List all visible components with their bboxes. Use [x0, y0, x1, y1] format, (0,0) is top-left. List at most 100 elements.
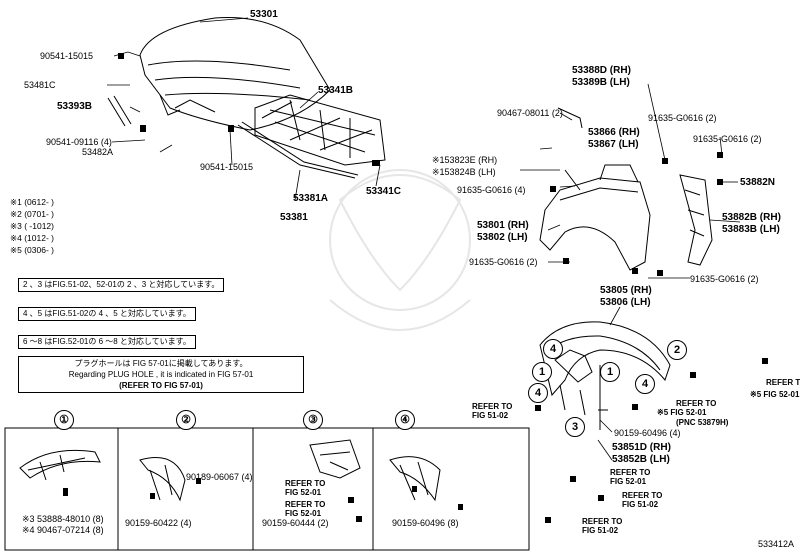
part-hood-clip-center[interactable]: 90541-15015: [200, 162, 254, 172]
part-bolt-bottom-left[interactable]: 91635-G0616 (2): [469, 257, 538, 267]
part-bolt-side[interactable]: 91635-G0616 (4): [457, 185, 526, 195]
part-liner-rh[interactable]: 53805 (RH): [600, 285, 652, 296]
part-mud-rh[interactable]: 53851D (RH): [612, 442, 671, 453]
part-liner-lh[interactable]: 53806 (LH): [600, 297, 651, 308]
note-plug-en: Regarding PLUG HOLE , it is indicated in…: [68, 370, 254, 379]
part-splash-lh[interactable]: ※153824B (LH): [432, 167, 496, 177]
part-hood-bolt[interactable]: 90541-09116 (4): [46, 137, 112, 147]
ref-8-fig[interactable]: ※5 FIG 52-01: [750, 390, 799, 399]
legend-5: ※5 (0306- ): [10, 245, 54, 255]
note-3: 6 ～8 はFIG.52-01の 6 ～8 と対応しています。: [18, 335, 196, 349]
diagram-id: 533412A: [757, 539, 794, 549]
part-hood-clip-left[interactable]: 90541-15015: [40, 51, 94, 61]
panel2-part-a[interactable]: 90189-06067 (4): [186, 472, 253, 482]
part-hood-bracket: 53481C: [24, 80, 56, 90]
part-fender-seal-lh[interactable]: 53389B (LH): [572, 77, 630, 88]
sub-panels-frame: [4, 427, 530, 551]
ref-2-fig: FIG 51-02: [622, 500, 659, 509]
callout-3: 3: [565, 417, 585, 437]
part-clip-53882n[interactable]: 53882N: [740, 177, 776, 188]
leader-lines: [107, 17, 741, 461]
part-bolt-top2[interactable]: 91635-G0616 (2): [693, 134, 762, 144]
ref-8[interactable]: REFER TO: [766, 378, 800, 387]
panel1-part-a[interactable]: ※3 53888-48010 (8): [22, 514, 104, 524]
part-hood-insulator[interactable]: 53341B: [318, 85, 354, 96]
part-mud-lh[interactable]: 53852B (LH): [612, 454, 670, 465]
watermark-emblem: [329, 169, 471, 331]
part-clip-90467[interactable]: 90467-08011 (2): [497, 108, 563, 118]
ref-5-right-ref[interactable]: REFER TO: [676, 399, 717, 408]
ref-3a-fig: FIG 52-01: [610, 477, 647, 486]
note-2: 4 、5 はFIG.51-02の 4 、5 と対応しています。: [18, 307, 196, 321]
note-plug-ref[interactable]: (REFER TO FIG 57-01): [119, 381, 203, 390]
sub-panel-fasteners: [63, 478, 463, 522]
ref-3a-text: REFER TO: [610, 468, 651, 477]
callout-4c: 4: [635, 374, 655, 394]
part-fender-lh[interactable]: 53802 (LH): [477, 232, 528, 243]
part-bolt-top1[interactable]: 91635-G0616 (2): [648, 113, 717, 123]
part-hood-support[interactable]: 53393B: [57, 101, 93, 112]
part-fender-bracket-rh[interactable]: 53866 (RH): [588, 127, 640, 138]
panel-num-4: ④: [395, 410, 415, 430]
panel-num-2: ②: [176, 410, 196, 430]
hood-seals: [107, 95, 359, 179]
panel3-ref-a[interactable]: REFER TO: [285, 479, 325, 488]
panel3-ref-a-fig[interactable]: FIG 52-01: [285, 488, 322, 497]
panel2-part-b[interactable]: 90159-60422 (4): [125, 518, 192, 528]
note-plug-hole: プラグホールは FIG 57-01に掲載してあります。 Regarding PL…: [18, 356, 304, 393]
part-seal[interactable]: 53381: [280, 212, 308, 223]
hood-drawing: [139, 17, 331, 131]
part-fender-liner-rh[interactable]: 53882B (RH): [722, 212, 781, 223]
part-fender-liner-lh[interactable]: 53883B (LH): [722, 224, 780, 235]
panel3-part[interactable]: 90159-60444 (2): [262, 518, 329, 528]
part-fender-bracket-lh[interactable]: 53867 (LH): [588, 139, 639, 150]
part-hood-bracket-label[interactable]: 53481C: [24, 80, 56, 90]
callout-1b: 1: [600, 362, 620, 382]
note-1: 2 、3 はFIG.51-02、52-01の 2 、3 と対応しています。: [18, 278, 225, 292]
fasteners: [118, 53, 768, 523]
part-splash-lh-num: 153824B (LH): [439, 167, 496, 177]
ref-5-right[interactable]: ※5 FIG 52-01: [657, 408, 707, 417]
part-bolt-bottom-right[interactable]: 91635-G0616 (2): [690, 274, 759, 284]
part-hood[interactable]: 53301: [250, 9, 278, 20]
ref-5-right-pnc[interactable]: (PNC 53879H): [676, 418, 729, 427]
part-fender-rh[interactable]: 53801 (RH): [477, 220, 529, 231]
panel-num-1: ①: [54, 410, 74, 430]
ref-5-far: ※5: [750, 390, 762, 399]
ref-4-fig: FIG 51-02: [582, 526, 619, 535]
ref-4-text: REFER TO: [582, 517, 623, 526]
note-plug-jp: プラグホールは FIG 57-01に掲載してあります。: [74, 359, 248, 368]
part-insulator-clip[interactable]: 53341C: [366, 186, 402, 197]
part-hood-lock-bracket[interactable]: 53482A: [82, 147, 114, 157]
panel4-part[interactable]: 90159-60496 (8): [392, 518, 459, 528]
part-splash-rh-num: 153823E (RH): [439, 155, 498, 165]
ref-5-left-text: REFER TO: [472, 402, 513, 411]
legend-2: ※2 (0701- ): [10, 209, 54, 219]
part-splash-rh[interactable]: ※153823E (RH): [432, 155, 498, 165]
panel3-ref-b[interactable]: REFER TO: [285, 500, 326, 509]
callout-4a: 4: [543, 339, 563, 359]
callout-1: 1: [532, 362, 552, 382]
fender-drawing: [539, 107, 651, 271]
legend-1: ※1 (0612- ): [10, 197, 54, 207]
legend-3: ※3 ( -1012): [10, 221, 54, 231]
part-seal-a[interactable]: 53381A: [293, 193, 329, 204]
panel3-ref-a-text: REFER TO: [285, 479, 326, 488]
panel3-ref-b-fig[interactable]: FIG 52-01: [285, 509, 322, 518]
ref-8-fig-text: FIG 52-01: [763, 390, 800, 399]
panel-num-3: ③: [303, 410, 323, 430]
part-screw-90159[interactable]: 90159-60496 (4): [614, 428, 681, 438]
legend-4: ※4 (1012- ): [10, 233, 54, 243]
ref-8-text: REFER TO: [766, 378, 800, 387]
callout-4b: 4: [528, 383, 548, 403]
panel1-part-b[interactable]: ※4 90467-07214 (8): [22, 525, 104, 535]
callout-2: 2: [667, 340, 687, 360]
sub-panel-drawings: [19, 439, 441, 502]
part-fender-seal-rh[interactable]: 53388D (RH): [572, 65, 631, 76]
ref-5-left-fig: FIG 51-02: [472, 411, 509, 420]
